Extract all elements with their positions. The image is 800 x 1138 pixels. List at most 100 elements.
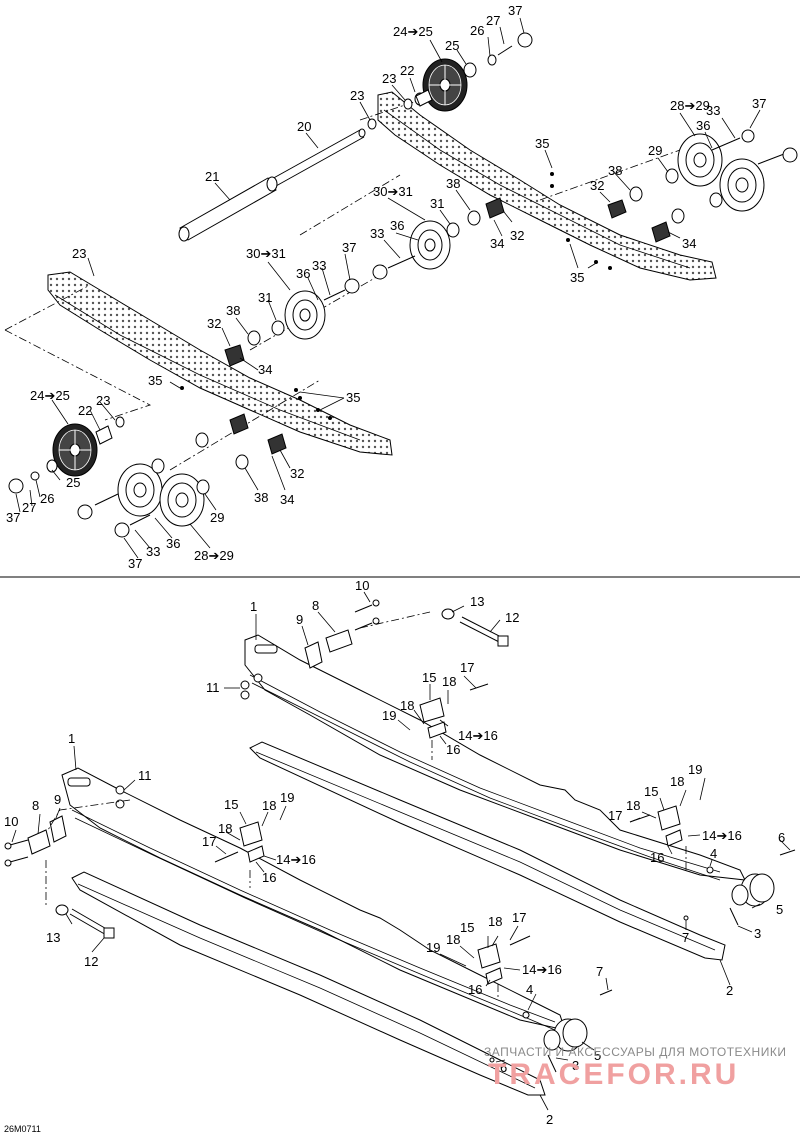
callout: 38	[226, 303, 240, 318]
callout: 20	[297, 119, 311, 134]
watermark-logo: TRACEFOR.RU	[488, 1058, 739, 1091]
wheel-24-lower	[52, 423, 98, 477]
callout: 26	[40, 491, 54, 506]
lower-slide-rails-assembly	[4, 591, 796, 1111]
callout: 24➔25	[30, 388, 70, 403]
callout: 16	[446, 742, 460, 757]
callout: 38	[608, 163, 622, 178]
callout: 8	[312, 598, 319, 613]
callout: 2	[546, 1112, 553, 1127]
callout: 16	[650, 850, 664, 865]
callout: 33	[370, 226, 384, 241]
callout: 36	[166, 536, 180, 551]
callout: 23	[350, 88, 364, 103]
callout: 27	[486, 13, 500, 28]
callout: 18	[670, 774, 684, 789]
callout: 34	[490, 236, 504, 251]
callout: 14➔16	[702, 828, 742, 843]
callout: 4	[526, 982, 533, 997]
callout: 15	[422, 670, 436, 685]
callout: 18	[626, 798, 640, 813]
right-rail	[377, 91, 717, 281]
callout: 14➔16	[276, 852, 316, 867]
callout: 32	[207, 316, 221, 331]
callout: 25	[445, 38, 459, 53]
callout: 21	[205, 169, 219, 184]
callout: 9	[54, 792, 61, 807]
wheel-30-left	[284, 290, 326, 340]
callout: 1	[68, 731, 75, 746]
callout: 3	[572, 1058, 579, 1073]
callout: 18	[446, 932, 460, 947]
callout: 8	[32, 798, 39, 813]
callout: 13	[46, 930, 60, 945]
callout: 32	[590, 178, 604, 193]
callout: 33	[706, 103, 720, 118]
callout: 35	[346, 390, 360, 405]
callout: 15	[460, 920, 474, 935]
wheel-30-middle	[409, 220, 451, 270]
callout: 12	[505, 610, 519, 625]
idler-wheel-29-lower	[159, 473, 205, 527]
callout: 5	[594, 1048, 601, 1063]
callout: 9	[296, 612, 303, 627]
callout: 23	[382, 71, 396, 86]
callout: 18	[218, 821, 232, 836]
callout: 30➔31	[246, 246, 286, 261]
callout: 37	[508, 3, 522, 18]
wheel-24-top	[422, 58, 468, 112]
callout: 22	[400, 63, 414, 78]
callout: 35	[535, 136, 549, 151]
callout: 2	[726, 983, 733, 998]
callout: 6	[500, 1060, 507, 1075]
callout: 38	[446, 176, 460, 191]
bolt-12-lower	[55, 904, 115, 939]
callout: 15	[224, 797, 238, 812]
callout: 16	[262, 870, 276, 885]
diagram-code: 26M0711	[4, 1124, 41, 1134]
callout: 32	[290, 466, 304, 481]
callout: 37	[128, 556, 142, 571]
callout: 5	[776, 902, 783, 917]
callout: 3	[754, 926, 761, 941]
callout: 15	[644, 784, 658, 799]
callout: 17	[608, 808, 622, 823]
bolt-12-upper	[441, 608, 509, 647]
callout: 35	[570, 270, 584, 285]
callout: 18	[488, 914, 502, 929]
callout: 31	[258, 290, 272, 305]
callout: 19	[688, 762, 702, 777]
callout-labels: 24➔25 25 26 27 37 23 22 23 20 21 28➔29 3…	[4, 3, 785, 1127]
callout: 34	[258, 362, 272, 377]
callout: 10	[4, 814, 18, 829]
callout: 29	[210, 510, 224, 525]
callout: 7	[596, 964, 603, 979]
left-rail	[47, 271, 393, 456]
end-wheel-5-lower	[543, 1018, 588, 1052]
callout: 25	[66, 475, 80, 490]
callout: 14➔16	[522, 962, 562, 977]
tube-21	[178, 176, 278, 242]
callout: 18	[262, 798, 276, 813]
rail-1-upper	[244, 634, 746, 881]
callout: 17	[460, 660, 474, 675]
callout: 13	[470, 594, 484, 609]
callout: 28➔29	[670, 98, 710, 113]
callout: 10	[355, 578, 369, 593]
idler-wheel-28-right	[677, 133, 723, 187]
callout: 16	[468, 982, 482, 997]
callout: 32	[510, 228, 524, 243]
slider-2-upper	[249, 741, 726, 961]
callout: 34	[682, 236, 696, 251]
callout: 35	[148, 373, 162, 388]
callout: 23	[96, 393, 110, 408]
callout: 37	[752, 96, 766, 111]
callout: 18	[400, 698, 414, 713]
callout: 33	[312, 258, 326, 273]
shaft-20	[269, 128, 366, 187]
callout: 37	[342, 240, 356, 255]
callout: 19	[382, 708, 396, 723]
callout: 36	[696, 118, 710, 133]
callout: 17	[512, 910, 526, 925]
